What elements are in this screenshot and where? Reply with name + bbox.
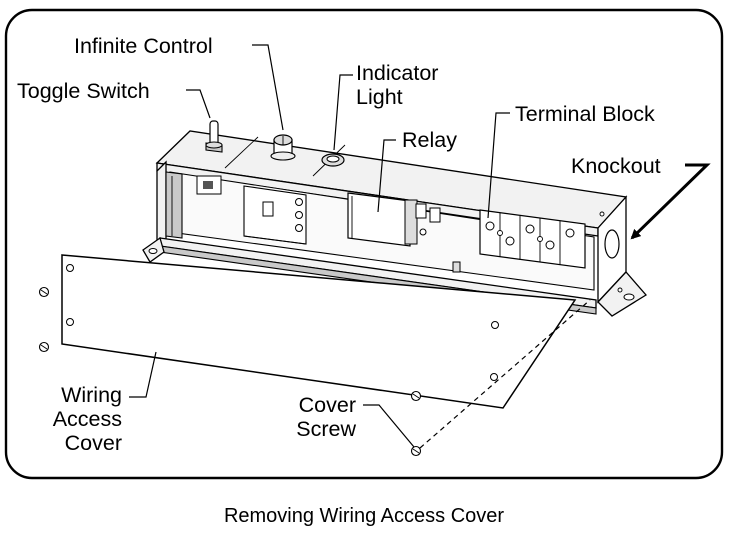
label-relay: Relay: [402, 128, 457, 152]
screw-alignment-line: [419, 299, 591, 449]
interior-components: [196, 175, 586, 273]
toggle-switch-part: [205, 120, 223, 153]
cover-screws: [38, 286, 422, 457]
indicator-light-part: [321, 153, 345, 167]
labels: Infinite Control Toggle Switch Indicator…: [17, 34, 661, 455]
label-wiring-line1: Wiring: [61, 383, 122, 407]
knockout-hole: [604, 229, 620, 259]
label-infinite-control: Infinite Control: [74, 34, 213, 58]
label-indicator-light-line1: Indicator: [356, 61, 438, 85]
label-cover-screw-line2: Screw: [296, 417, 356, 441]
infinite-control-knob: [270, 134, 296, 161]
relay-part: [347, 192, 411, 247]
label-wiring-line3: Cover: [65, 431, 122, 455]
label-cover-screw-line1: Cover: [299, 393, 356, 417]
label-knockout: Knockout: [571, 154, 661, 178]
label-indicator-light-line2: Light: [356, 85, 403, 109]
figure-caption: Removing Wiring Access Cover: [224, 505, 504, 527]
terminal-block-part: [479, 209, 586, 269]
label-toggle-switch: Toggle Switch: [17, 79, 150, 103]
diagram-frame: [4, 8, 724, 480]
leader-lines: [129, 44, 711, 448]
label-wiring-line2: Access: [53, 407, 122, 431]
label-terminal-block: Terminal Block: [515, 102, 655, 126]
wiring-access-cover: [61, 254, 577, 409]
